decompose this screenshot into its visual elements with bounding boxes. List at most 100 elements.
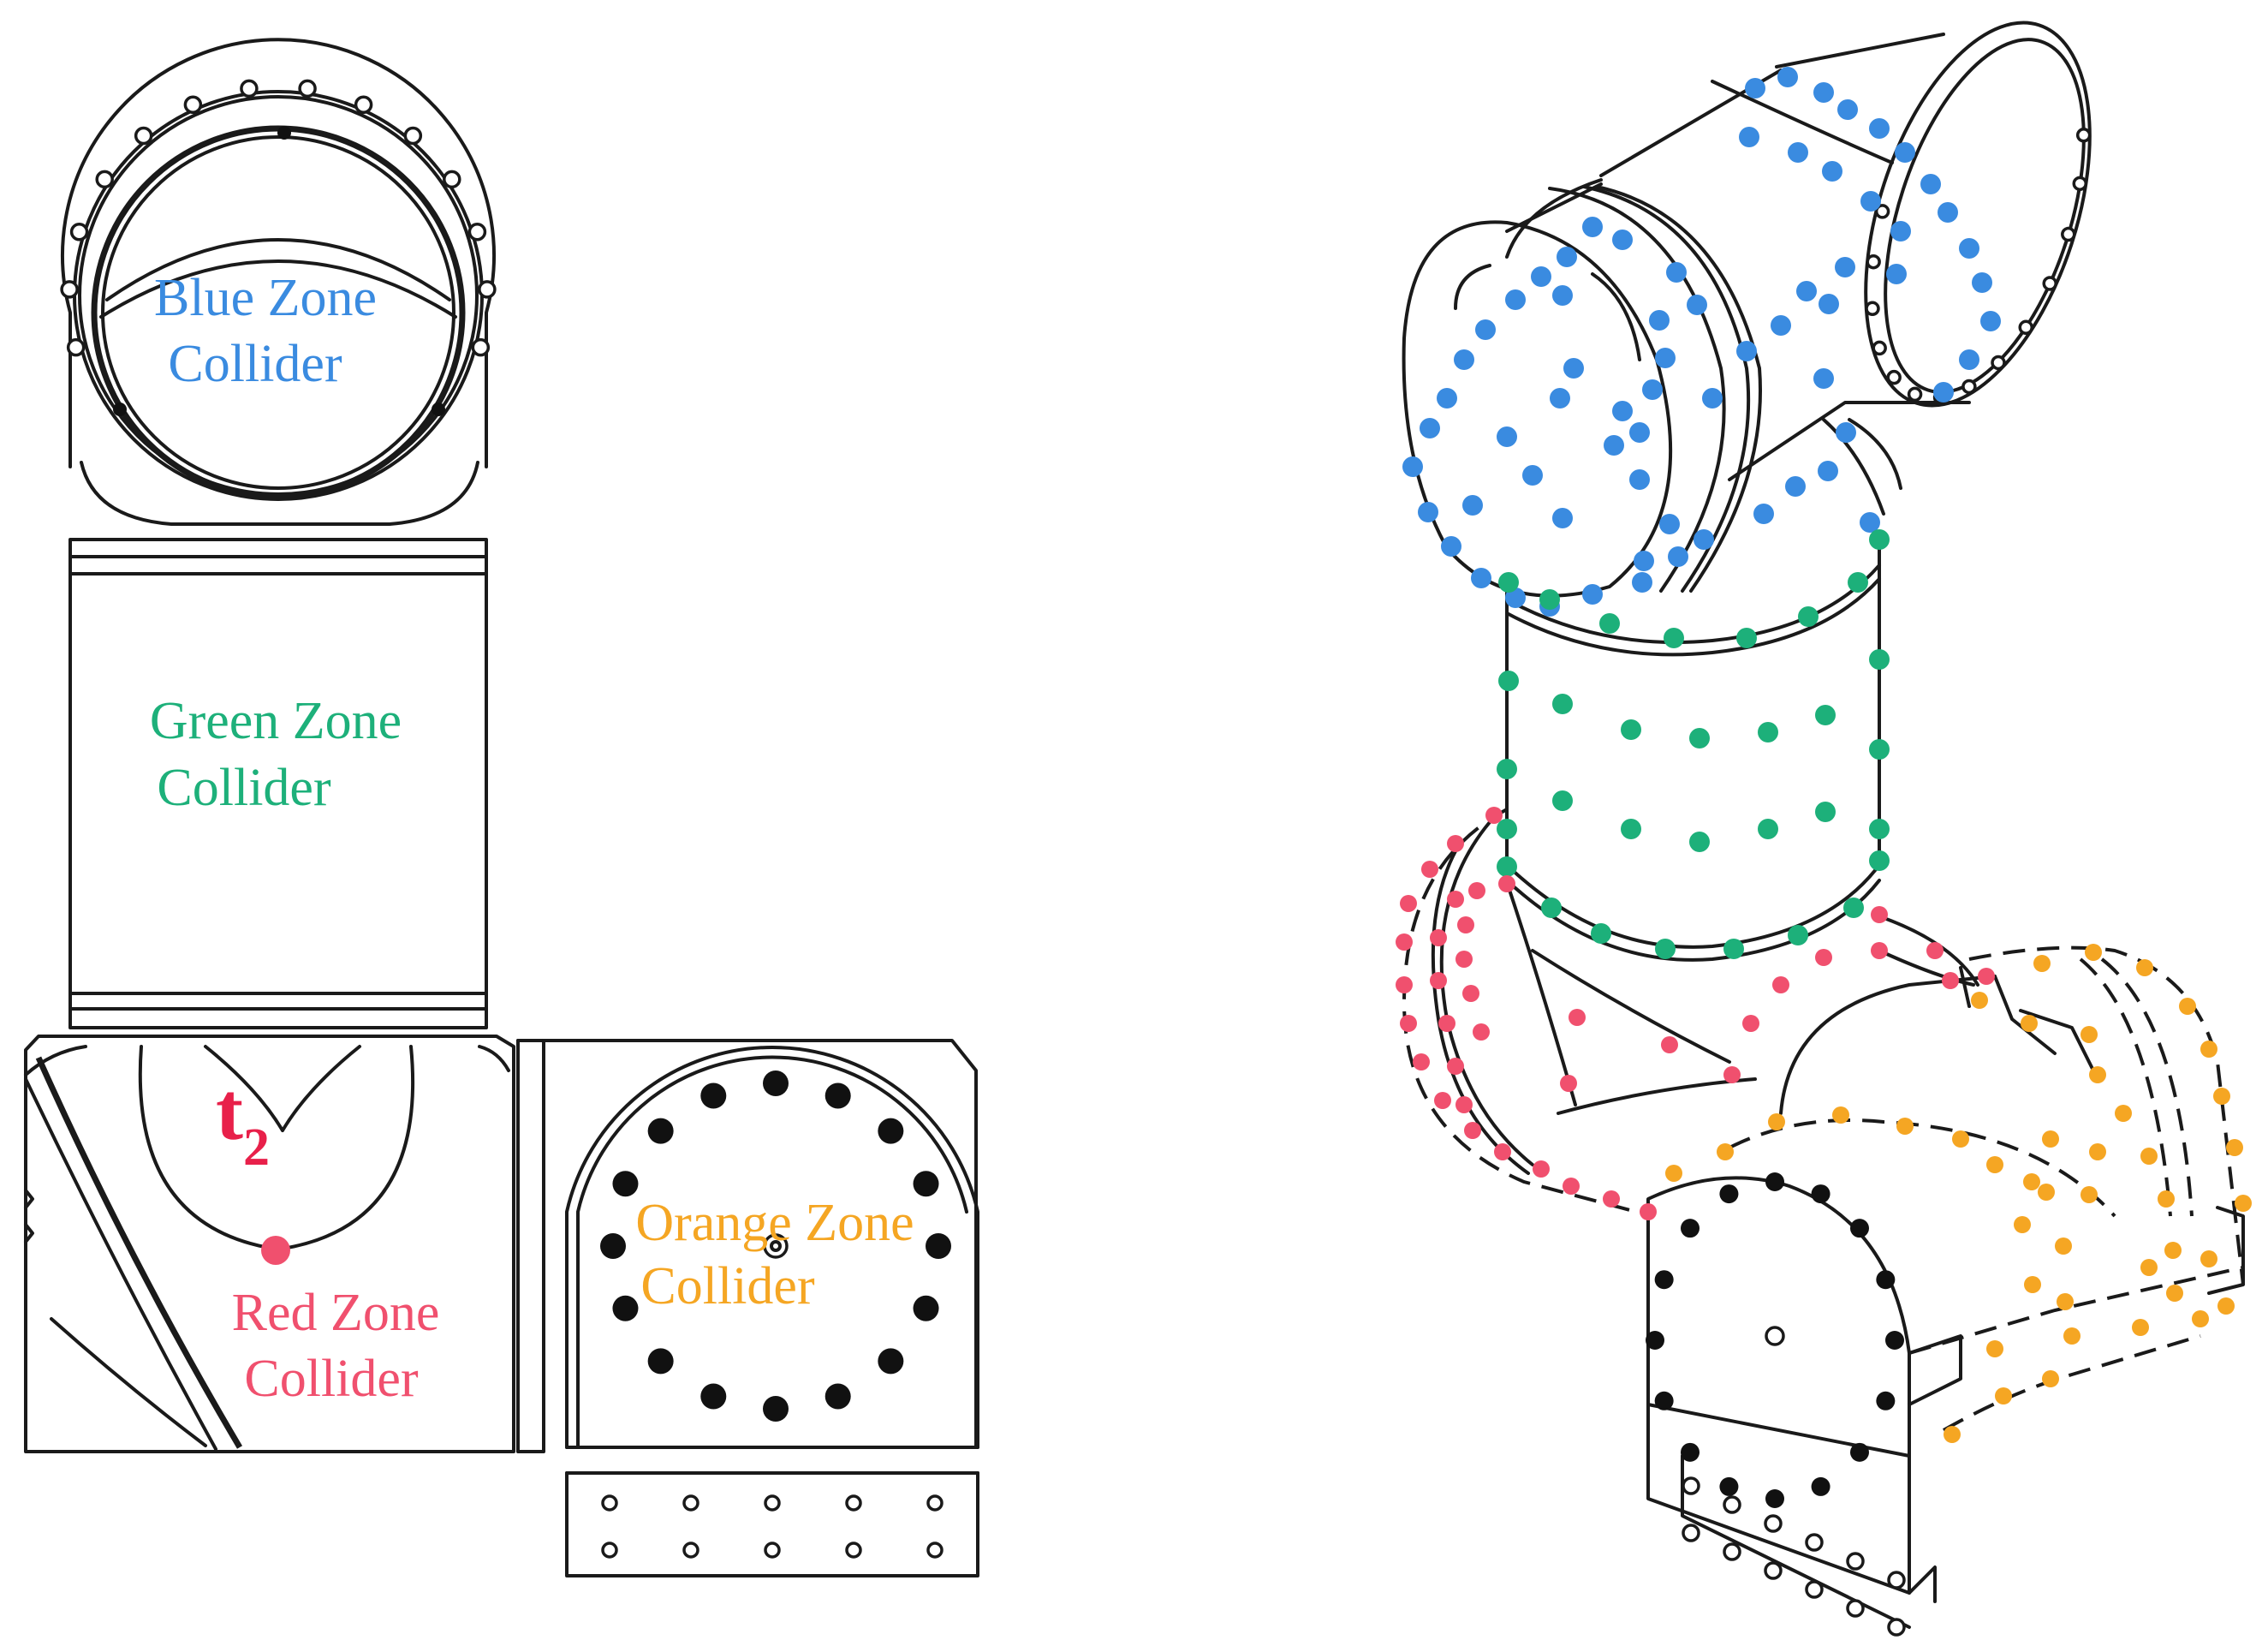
flange-bolt-hole	[60, 280, 79, 299]
red-collider-point	[1396, 976, 1413, 993]
green-collider-point	[1848, 572, 1868, 593]
flange-bolt-holes	[60, 79, 497, 357]
green-collider-point	[1736, 628, 1757, 648]
blue-collider-point	[1933, 382, 1954, 403]
blue-collider-point	[1796, 281, 1817, 301]
iso-flange-bolt-hole	[2042, 276, 2057, 291]
end-joint-bolt	[913, 1171, 939, 1197]
red-collider-point	[1421, 861, 1438, 878]
blue-collider-point	[1785, 476, 1806, 497]
orange-collider-point	[2158, 1190, 2175, 1208]
orange-collider-point	[1832, 1106, 1849, 1124]
red-joint-block	[24, 1035, 515, 1453]
green-collider-point	[1541, 898, 1562, 918]
joint-t2-label: t2	[216, 1065, 270, 1177]
iso-base-hole	[1764, 1514, 1783, 1533]
blue-collider-point	[1745, 78, 1765, 98]
orange-collider-point	[2140, 1259, 2158, 1276]
blue-collider-point	[1505, 289, 1526, 310]
green-collider-point	[1655, 939, 1676, 959]
flange-bolt-hole	[471, 337, 491, 357]
iso-end-bolt	[1654, 1391, 1674, 1410]
iso-blue-cylinder	[1402, 182, 1762, 598]
iso-end-bolt-circle	[1646, 1172, 1904, 1508]
blue-collider-point	[1563, 358, 1584, 379]
blue-collider-point	[1531, 266, 1551, 287]
blue-collider-point	[1788, 142, 1808, 163]
base-plate-hole	[601, 1542, 618, 1559]
iso-base-hole	[1682, 1476, 1700, 1495]
iso-base-hole	[1887, 1571, 1906, 1589]
isometric-view-drawing	[1402, 21, 2245, 1637]
orange-collider-point	[2080, 1026, 2098, 1043]
blue-collider-point	[1753, 504, 1774, 524]
end-joint-bolt	[647, 1348, 674, 1375]
orange-collider-point	[2140, 1148, 2158, 1165]
flange-bolt-hole	[183, 95, 203, 115]
iso-green-link	[1505, 534, 1881, 962]
blue-collider-point	[1497, 426, 1517, 447]
orange-collider-point	[1986, 1340, 2003, 1357]
blue-collider-point	[1552, 508, 1573, 528]
orange-collider-point	[2200, 1250, 2217, 1267]
iso-base-hole	[1723, 1542, 1741, 1561]
iso-top-flange	[1505, 21, 2092, 516]
orange-collider-point	[2021, 1015, 2038, 1032]
blue-collider-point	[1604, 435, 1624, 456]
blue-collider-point	[1655, 348, 1676, 368]
red-collider-point	[1400, 1015, 1417, 1032]
iso-flange-bolt-hole	[1866, 253, 1881, 270]
flange-bolt-hole	[66, 337, 86, 357]
red-collider-point	[1485, 807, 1503, 824]
orange-collider-point	[1717, 1143, 1734, 1160]
blue-collider-point	[1454, 349, 1474, 370]
iso-flange-bolt-hole	[2018, 319, 2034, 336]
green-zone-collider-points	[1497, 529, 1890, 959]
end-joint-bolt	[612, 1171, 639, 1197]
green-collider-point	[1599, 613, 1620, 634]
blue-collider-point	[1418, 502, 1438, 522]
iso-end-bolt	[1849, 1219, 1869, 1238]
orange-collider-point	[2063, 1327, 2080, 1345]
end-joint-bolt	[612, 1295, 639, 1321]
green-collider-point	[1539, 589, 1560, 610]
red-collider-point	[1498, 875, 1515, 892]
base-plate-hole	[764, 1494, 781, 1512]
iso-end-bolt	[1719, 1184, 1739, 1204]
green-collider-point	[1498, 572, 1519, 593]
blue-collider-point	[1642, 379, 1663, 400]
orange-collider-point	[1986, 1156, 2003, 1173]
base-plate-hole	[845, 1542, 862, 1559]
red-collider-point	[1447, 1058, 1464, 1075]
green-zone-label-line2: Collider	[157, 759, 331, 817]
red-collider-point	[1563, 1178, 1580, 1195]
blue-collider-point	[1550, 388, 1570, 409]
iso-end-bolt	[1654, 1270, 1674, 1290]
orange-zone-label: Orange Zone Collider	[635, 1194, 914, 1315]
red-collider-point	[1455, 951, 1473, 968]
blue-collider-point	[1886, 264, 1907, 284]
red-collider-point	[1462, 985, 1479, 1002]
blue-collider-point	[1920, 174, 1941, 194]
red-zone-collider-points	[1396, 807, 1995, 1220]
blue-collider-point	[1739, 127, 1759, 147]
base-plate-hole	[926, 1494, 944, 1512]
iso-end-bolt	[1765, 1489, 1784, 1508]
iso-flange-bolt-hole	[2072, 176, 2088, 192]
blue-collider-point	[1629, 469, 1650, 490]
green-zone-label-line1: Green Zone	[150, 692, 402, 750]
base-plate-holes	[601, 1494, 944, 1559]
green-collider-point	[1498, 671, 1519, 691]
green-collider-point	[1869, 850, 1890, 871]
red-collider-point	[1603, 1190, 1620, 1208]
red-collider-point	[1455, 1096, 1473, 1113]
red-collider-point	[1430, 929, 1447, 946]
red-collider-point	[1926, 942, 1944, 959]
iso-orange-joint	[1729, 945, 2245, 1432]
blue-collider-point	[1420, 418, 1440, 438]
flange-bolt-hole	[467, 222, 487, 242]
red-collider-point	[1942, 972, 1959, 989]
iso-end-bolt	[1811, 1184, 1830, 1204]
green-collider-point	[1497, 819, 1517, 839]
green-collider-point	[1621, 819, 1641, 839]
